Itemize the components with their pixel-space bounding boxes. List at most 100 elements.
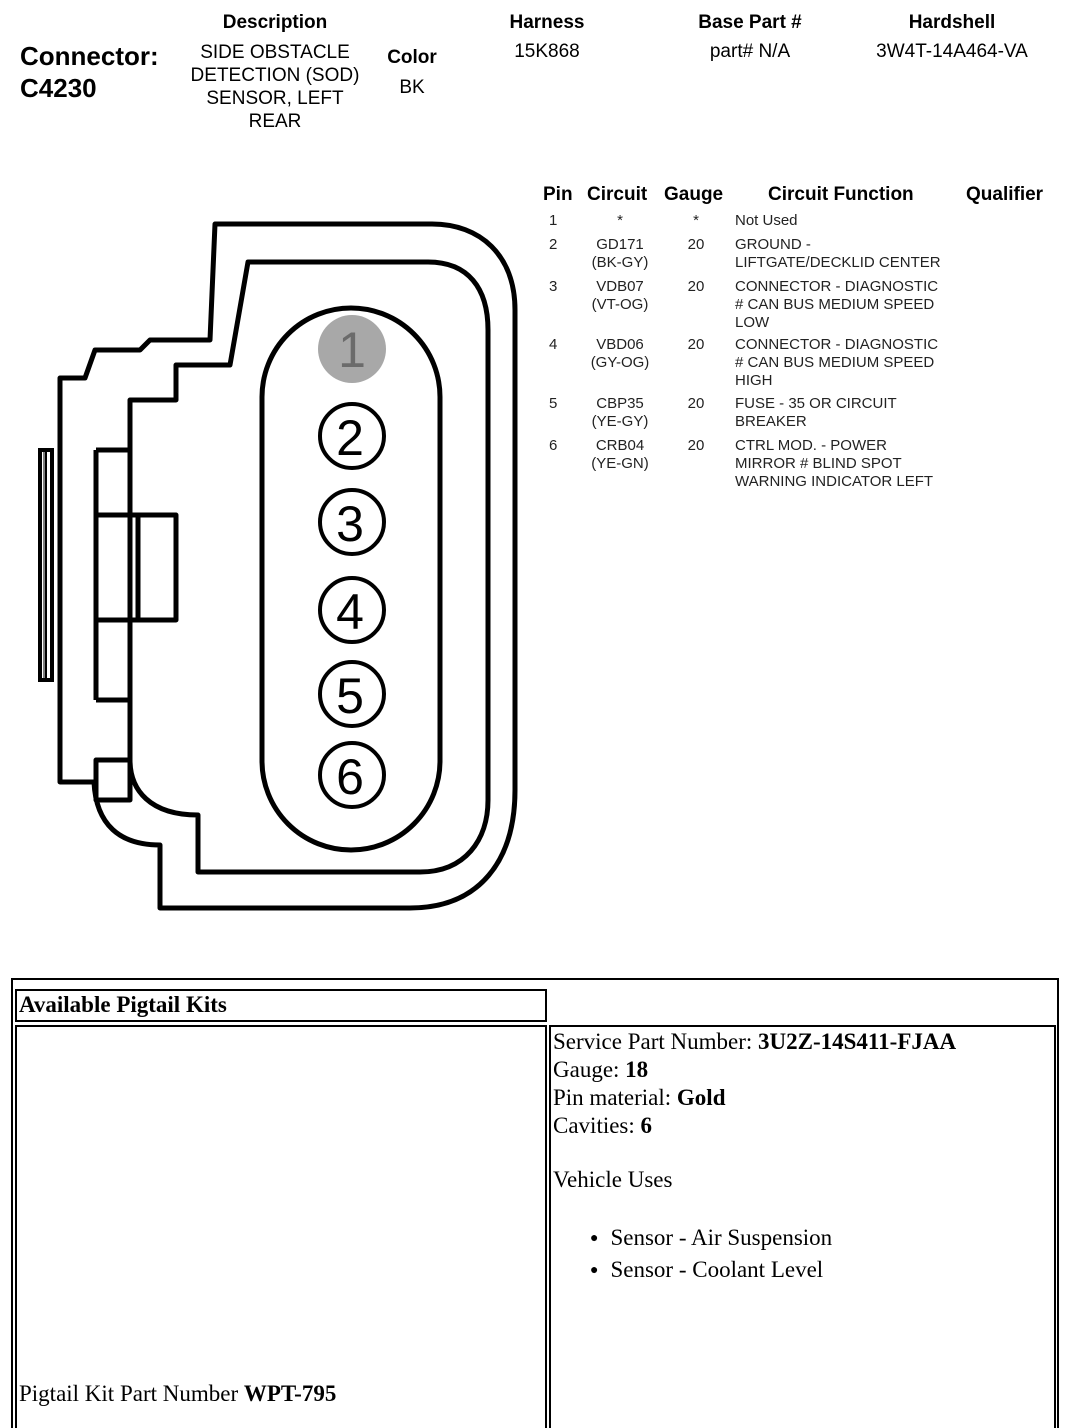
function-line: LIFTGATE/DECKLID CENTER (735, 254, 941, 271)
pin-6: 6 (318, 741, 386, 809)
function-cell: CONNECTOR - DIAGNOSTIC # CAN BUS MEDIUM … (735, 336, 965, 390)
base-part-label: Base Part # (698, 12, 802, 33)
circuit-cell: VBD06 (GY-OG) (570, 336, 670, 372)
cavities: Cavities: 6 (553, 1112, 956, 1140)
function-line: WARNING INDICATOR LEFT (735, 473, 934, 490)
circuit-cell: VDB07 (VT-OG) (570, 278, 670, 314)
pin-cell: 3 (549, 278, 558, 295)
pigtail-title-cell (15, 989, 547, 1022)
pigtail-image-cell (15, 1025, 547, 1428)
hardshell-value: 3W4T-14A464-VA (876, 41, 1028, 62)
service-part-number: Service Part Number: 3U2Z-14S411-FJAA (553, 1028, 956, 1056)
pin-cell: 2 (549, 236, 558, 253)
circuit-cell: GD171 (BK-GY) (570, 236, 670, 272)
pin-material-value: Gold (676, 1085, 726, 1110)
pigtail-kit-label: Pigtail Kit Part Number (19, 1381, 239, 1406)
service-part-label: Service Part Number: (553, 1029, 753, 1054)
circuit-color: (BK-GY) (591, 254, 649, 271)
gauge-label: Gauge: (553, 1057, 620, 1082)
function-line: HIGH (735, 372, 773, 389)
pigtail-title: Available Pigtail Kits (19, 992, 227, 1017)
gauge-header: Gauge (664, 184, 724, 205)
vehicle-uses-list: Sensor - Air Suspension Sensor - Coolant… (590, 1224, 832, 1288)
gauge-cell: 20 (687, 278, 705, 295)
circuit-code: CBP35 (596, 395, 644, 412)
circuit-code: CRB04 (595, 437, 645, 454)
pigtail-gauge: Gauge: 18 (553, 1056, 956, 1084)
function-line: LOW (735, 314, 770, 331)
function-line: BREAKER (735, 413, 807, 430)
function-cell: CONNECTOR - DIAGNOSTIC # CAN BUS MEDIUM … (735, 278, 965, 332)
function-cell: FUSE - 35 OR CIRCUIT BREAKER (735, 395, 965, 431)
pin-header: Pin (543, 184, 573, 205)
pin-cell: 6 (549, 437, 558, 454)
circuit-color: (YE-GN) (591, 455, 649, 472)
function-line: Not Used (735, 212, 798, 229)
pin-material: Pin material: Gold (553, 1084, 956, 1112)
connector-side-rib (38, 448, 54, 682)
gauge-cell: 20 (687, 395, 705, 412)
description-label: Description (222, 12, 328, 33)
gauge-cell: 20 (687, 236, 705, 253)
pin-label: 3 (336, 496, 364, 552)
pin-1: 1 (318, 315, 386, 383)
pin-1-highlight (318, 315, 386, 383)
pin-cavity-track (259, 305, 443, 853)
cavities-label: Cavities: (553, 1113, 635, 1138)
pigtail-kit-value: WPT-795 (243, 1381, 337, 1406)
pigtail-details-cell (549, 1025, 1056, 1428)
function-cell: Not Used (735, 212, 965, 230)
vehicle-use-item: Sensor - Coolant Level (590, 1256, 832, 1288)
circuit-color: (YE-GY) (591, 413, 649, 430)
circuit-code: GD171 (596, 236, 644, 253)
pin-label: 4 (336, 584, 364, 640)
connector-diagram: 1 2 3 4 5 6 (38, 221, 518, 911)
vehicle-use-text: Sensor - Air Suspension (610, 1225, 833, 1250)
pin-label: 5 (336, 668, 364, 724)
circuit-cell: CRB04 (YE-GN) (570, 437, 670, 473)
pin-label: 1 (338, 322, 366, 378)
vehicle-uses-title: Vehicle Uses (553, 1167, 673, 1192)
color-value: BK (399, 77, 425, 98)
circuit-color: (GY-OG) (590, 354, 650, 371)
function-line: CONNECTOR - DIAGNOSTIC (735, 336, 939, 353)
description-line: REAR (248, 111, 302, 132)
pin-label: 6 (336, 749, 364, 805)
description-line: DETECTION (SOD) (190, 65, 360, 86)
description-line: SIDE OBSTACLE (200, 42, 350, 63)
connector-label: Connector: (20, 41, 159, 71)
function-line: GROUND - (735, 236, 811, 253)
vehicle-use-text: Sensor - Coolant Level (610, 1257, 824, 1282)
function-line: # CAN BUS MEDIUM SPEED (735, 296, 935, 313)
pigtail-table (11, 978, 1059, 1428)
connector-latch (93, 447, 179, 703)
circuit-code: VBD06 (596, 336, 644, 353)
base-part-value: part# N/A (709, 41, 791, 62)
description-line: SENSOR, LEFT (206, 88, 344, 109)
pin-2: 2 (318, 402, 386, 470)
circuit-cell: * (570, 212, 670, 230)
pin-label: 2 (336, 410, 364, 466)
circuit-code: * (617, 212, 623, 229)
function-line: MIRROR # BLIND SPOT (735, 455, 902, 472)
gauge-value: 18 (625, 1057, 649, 1082)
pin-material-label: Pin material: (553, 1085, 672, 1110)
connector-id: C4230 (20, 73, 97, 103)
function-line: CONNECTOR - DIAGNOSTIC (735, 278, 939, 295)
color-label: Color (387, 47, 437, 68)
pigtail-kit-part-number: Pigtail Kit Part Number WPT-795 (19, 1381, 336, 1407)
circuit-function-header: Circuit Function (768, 184, 914, 205)
gauge-cell: 20 (687, 336, 705, 353)
gauge-cell: * (693, 212, 699, 229)
function-cell: GROUND - LIFTGATE/DECKLID CENTER (735, 236, 965, 272)
function-line: # CAN BUS MEDIUM SPEED (735, 354, 935, 371)
connector-inner-body (93, 259, 491, 875)
vehicle-use-item: Sensor - Air Suspension (590, 1224, 832, 1256)
pin-cell: 4 (549, 336, 558, 353)
harness-value: 15K868 (514, 41, 580, 62)
cavities-value: 6 (640, 1113, 653, 1138)
circuit-color: (VT-OG) (591, 296, 649, 313)
hardshell-label: Hardshell (908, 12, 996, 33)
connector-title: Connector: C4230 (20, 40, 159, 104)
service-part-value: 3U2Z-14S411-FJAA (758, 1029, 957, 1054)
